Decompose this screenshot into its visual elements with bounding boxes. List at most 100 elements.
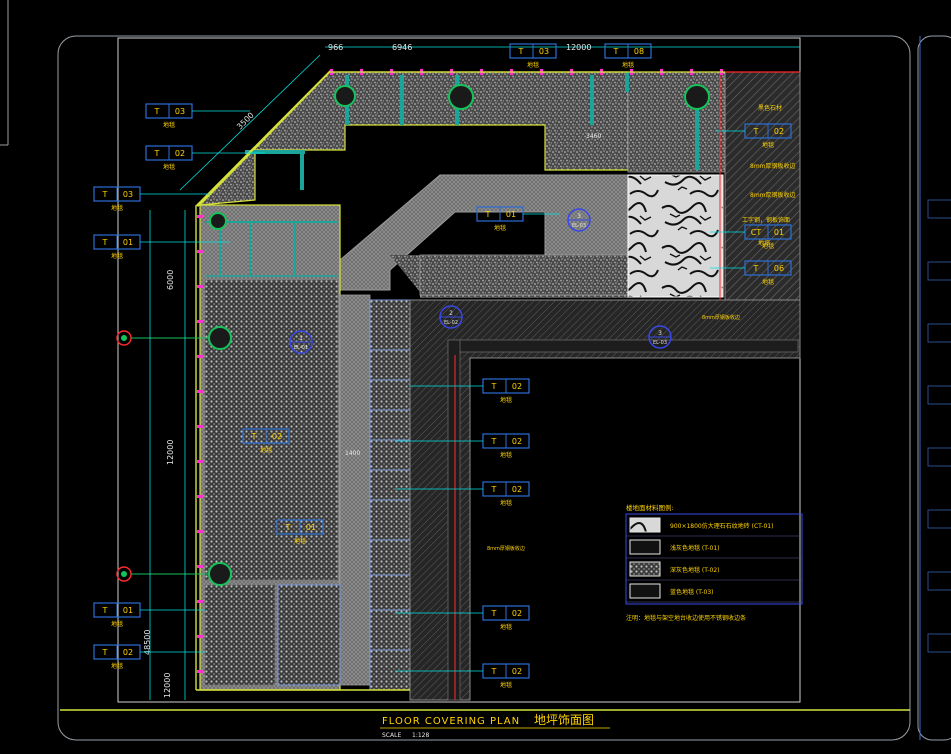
grid-bubble-dot [121,335,127,341]
tag-number: 03 [175,107,185,116]
legend-swatch-2 [629,561,661,577]
wall-marker [197,460,203,463]
tag-code: T [753,127,759,136]
tag-sub: 地毯 [500,396,512,404]
drawing-scale-label: SCALE [382,732,401,739]
wall-marker [197,565,203,568]
tag-sub: 地毯 [294,537,306,545]
fixture-teal [400,75,404,125]
tag-code: T [491,437,497,446]
tag-code: T [485,210,491,219]
legend-swatch-1 [629,539,661,555]
title-block-cell [927,571,951,591]
tag-number: 02 [512,485,522,494]
title-block-cell [927,199,951,219]
wall-marker [197,635,203,638]
tag-sub: 地毯 [762,242,774,250]
tag-code: T [251,432,257,441]
tag-sub: 地毯 [500,499,512,507]
legend-label-2: 深灰色地毯 (T-02) [670,566,720,574]
tag-number: 08 [634,47,644,56]
tag-number: 02 [123,648,133,657]
dim-top-966: 966 [328,43,343,52]
structural-column [209,212,227,230]
tag-sub: 地毯 [500,451,512,459]
legend-label-1: 浅灰色地毯 (T-01) [670,544,720,552]
dim-left-12000b: 12000 [163,673,172,698]
tag-sub: 地毯 [762,278,774,286]
drawing-scale-value: 1:128 [412,732,429,739]
tag-number: 01 [506,210,516,219]
annotation-floor: 地坪 [758,239,770,247]
title-block-cell [927,323,951,343]
section-mark-0: 3EL-03 [567,208,591,232]
annotation-black-stone: 黑色石材 [758,104,782,112]
wall-inner-top [447,339,799,353]
tag-code: T [491,667,497,676]
tag-number: 02 [512,437,522,446]
fixture-teal [695,100,699,170]
dim-left-48500: 48500 [143,630,152,655]
tag-code: T [491,609,497,618]
tag-number: 01 [123,606,133,615]
section-ref: EL-02 [444,320,458,326]
section-ref: EL-01 [294,345,308,351]
grid-bubble-dot [121,571,127,577]
fixture-teal [300,150,304,190]
section-number: 3 [577,213,581,220]
dim-line-diagonal [179,54,321,191]
section-number: 2 [449,310,453,317]
tag-number: 02 [175,149,185,158]
section-mark-1: 1EL-01 [289,330,313,354]
title-block-cell [927,385,951,405]
tag-sub: 地毯 [111,620,123,628]
dim-inner-3460: 3460 [586,133,601,140]
tag-sub: 地毯 [527,61,539,69]
tag-number: 01 [306,523,316,532]
tag-sub: 地毯 [494,224,506,232]
title-block-cell [927,509,951,529]
region-bottom-room [277,584,341,686]
section-mark-3: 3EL-03 [648,325,672,349]
tag-number: 02 [774,127,784,136]
tag-number: 06 [774,264,784,273]
wall-marker [197,670,203,673]
region-marble-tile [627,174,724,298]
annotation-steel-edge-2: 8mm厚钢板收边 [750,191,796,199]
legend-swatch-0 [629,517,661,533]
diagonal-yellow-edge [196,70,330,207]
wall-marker [197,285,203,288]
tag-code: T [753,264,759,273]
region-bottom-left-carpet [204,584,276,686]
drawing-title-cn: 地坪饰面图 [534,713,594,727]
tag-sub: 地毯 [111,204,123,212]
region-left-dark-carpet [204,279,339,581]
structural-column [448,84,474,110]
tag-number: 03 [123,190,133,199]
wall-marker [197,215,203,218]
tag-number: 02 [272,432,282,441]
wall-inner-left [447,339,461,701]
region-room-column [369,299,411,691]
wall-marker [197,425,203,428]
wall-marker [197,495,203,498]
tag-code: T [154,149,160,158]
dim-top-6946: 6946 [392,43,412,52]
wall-marker [197,320,203,323]
wall-marker [197,355,203,358]
section-ref: EL-03 [572,223,586,229]
tag-code: T [102,648,108,657]
region-lower-band [419,254,629,296]
legend-frame [625,513,803,605]
sheet-inner-frame [57,35,911,741]
wall-red-edge [454,72,721,700]
structural-column [208,326,232,350]
title-block-frame [917,35,951,741]
section-number: 3 [658,330,662,337]
annotation-steel-edge-1: 8mm厚钢板收边 [750,162,796,170]
